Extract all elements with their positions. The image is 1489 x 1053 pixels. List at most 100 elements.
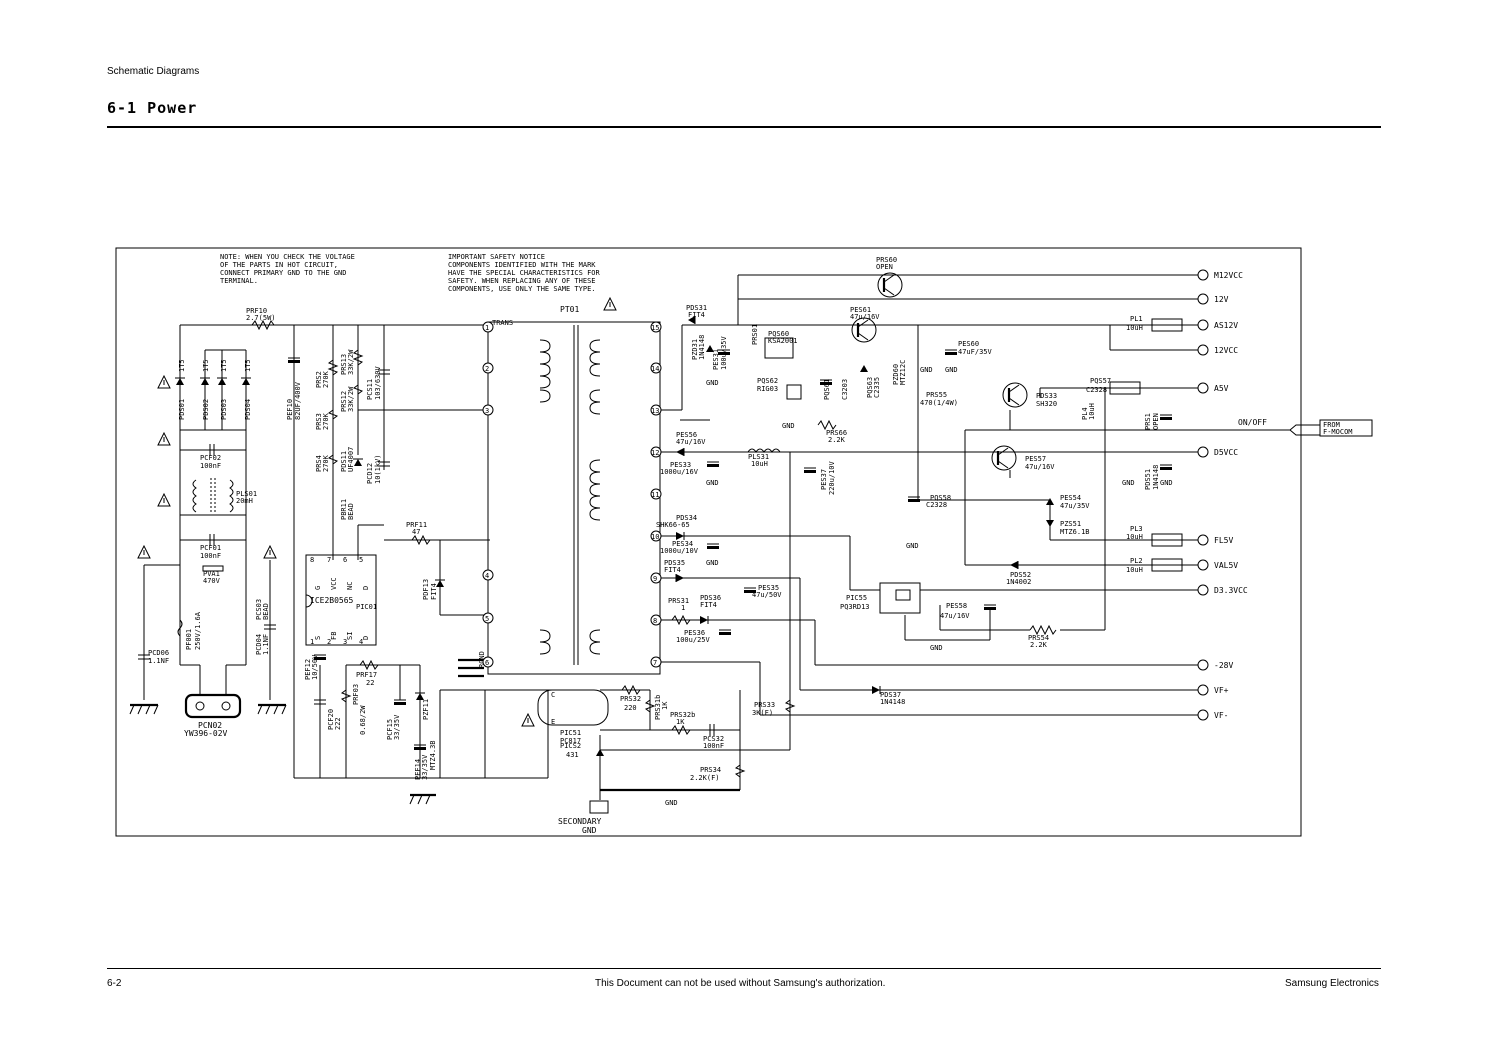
pes56-value: OPEN [1152, 413, 1160, 430]
pcn02-connector [184, 693, 242, 719]
ic-pin-d-bottom: D [362, 636, 370, 640]
ground-symbol [409, 793, 436, 805]
pdf13-value: FIT4 [430, 583, 438, 600]
trans-pin-7: 7 [653, 659, 657, 667]
connector-vf-minus: VF- [1197, 709, 1228, 721]
pzd60-value: C2335 [873, 377, 881, 398]
pds35-ref: PDS35 [664, 559, 685, 567]
pes36-value: 100u/25V [676, 636, 711, 644]
gnd-label: GND [1122, 479, 1135, 487]
trans-pin-8: 8 [653, 617, 657, 625]
ic-pin-2-num: 2 [327, 638, 331, 646]
note-safety-line-5: COMPONENTS, USE ONLY THE SAME TYPE. [448, 285, 596, 293]
pes57-ref: PDS51 [1144, 469, 1152, 490]
pqs61-ref: PES61 [850, 306, 871, 314]
pds31-value: FIT4 [688, 311, 705, 319]
pdf13-ref: PDF13 [422, 579, 430, 600]
pds02-ref: PDS02 [202, 399, 210, 420]
pqs58-value: 47u/16V [1025, 463, 1055, 471]
header-rule [107, 126, 1381, 128]
warning-triangles [137, 296, 617, 727]
connector-d5vcc: D5VCC [1197, 446, 1238, 458]
prf03-resistor [340, 689, 352, 703]
pls01-value: 20mH [236, 497, 253, 505]
pcs32-ref: PCS32 [703, 735, 724, 743]
prs60-value: MTZ12C [899, 360, 907, 385]
connector-m12vcc: M12VCC [1197, 269, 1243, 281]
pds31-ref: PDS31 [686, 304, 707, 312]
pqs63-ref: PRS60 [876, 256, 897, 264]
pds37-value: 1N4148 [880, 698, 905, 706]
page-number: 6-2 [107, 978, 122, 989]
gnd-label: GND [706, 379, 719, 387]
gnd-label: GND [930, 644, 943, 652]
pds11-value: UF4007 [347, 447, 355, 472]
pl2-ref: PL2 [1130, 557, 1143, 565]
pva1-varistor [202, 565, 224, 572]
gnd-label: GND [706, 479, 719, 487]
trans-pin-13: 13 [651, 407, 659, 415]
pes54-ref: PQS58 [930, 494, 951, 502]
prs66-ref: PRS66 [826, 429, 847, 437]
pl3-ref: PL3 [1130, 525, 1143, 533]
pef10-ref: PEF10 [286, 399, 294, 420]
gnd-label: GND [945, 366, 958, 374]
prs31-resistor [671, 614, 691, 626]
pic55-regulator [879, 582, 921, 614]
pds52-value: 1N4002 [1006, 578, 1031, 586]
trans-pin-11: 11 [651, 491, 659, 499]
pl3-inductor [1151, 533, 1183, 547]
pef10-value: 82UF/400V [294, 381, 302, 420]
pls31-ref: PLS31 [748, 453, 769, 461]
pes60-value: C3203 [841, 379, 849, 400]
pds11-diode [354, 459, 362, 466]
gnd-label: GND [706, 559, 719, 567]
pqs62-value: RIG03 [757, 385, 778, 393]
pls01-choke [192, 479, 197, 513]
transformer-ref: PT01 [560, 305, 579, 314]
prs32b-ref: PRS32b [670, 711, 695, 719]
pef14-ref: PEF14 [414, 759, 422, 780]
pf001-ref: PF001 [185, 629, 193, 650]
pds01-diode [176, 378, 184, 385]
pcf01-ref: PCF01 [200, 544, 221, 552]
prs54-resistor [1029, 624, 1057, 636]
pl4-inductor [1109, 381, 1141, 395]
prf10-value: 2.7(5W) [246, 314, 276, 322]
ic-ref: PIC01 [356, 603, 377, 611]
trans-pin-15: 15 [651, 324, 659, 332]
section-label: Schematic Diagrams [107, 66, 200, 77]
prs2-value: 270K [322, 370, 330, 388]
connector-d3-3vcc-label: D3.3VCC [1214, 586, 1248, 595]
pzd31-ref: PZD31 [691, 339, 699, 360]
connector-a5v-label: A5V [1214, 384, 1229, 393]
warning-triangle-icon [157, 431, 171, 446]
pcd12-ref: PCD12 [366, 463, 374, 484]
pdf13-diode [436, 580, 444, 587]
pzd60-ref: PQS63 [866, 377, 874, 398]
pl1-value: 10uH [1126, 324, 1143, 332]
prs3-ref: PRS3 [315, 413, 323, 430]
connector-fl5v-label: FL5V [1214, 536, 1233, 545]
prs4-ref: PRS4 [315, 455, 323, 472]
prf17-resistor [359, 659, 379, 671]
prs55-ref: PRS55 [926, 391, 947, 399]
prs33-ref: PRS33 [754, 701, 775, 709]
footer-rule [107, 968, 1381, 969]
trans-pin-3: 3 [485, 407, 489, 415]
prs34-ref: PRS34 [700, 766, 721, 774]
pds04-value: 1T5 [244, 359, 252, 372]
pzf11-zener [416, 693, 424, 700]
prs31b-value: 1K [661, 701, 669, 710]
connector-12vcc: 12VCC [1197, 344, 1238, 356]
prs3-resistor [327, 409, 339, 420]
ic-pin-1-num: 1 [310, 638, 314, 646]
ic-pin-si: SI [346, 632, 354, 640]
connector-d5vcc-label: D5VCC [1214, 448, 1238, 457]
pls31-inductor [747, 448, 781, 453]
pzd60-zener [860, 365, 868, 372]
pds02-diode [201, 378, 209, 385]
connector-minus-28v-label: -28V [1214, 661, 1233, 670]
gnd-label: GND [782, 422, 795, 430]
pf001-value: 250V/1.6A [194, 611, 202, 650]
